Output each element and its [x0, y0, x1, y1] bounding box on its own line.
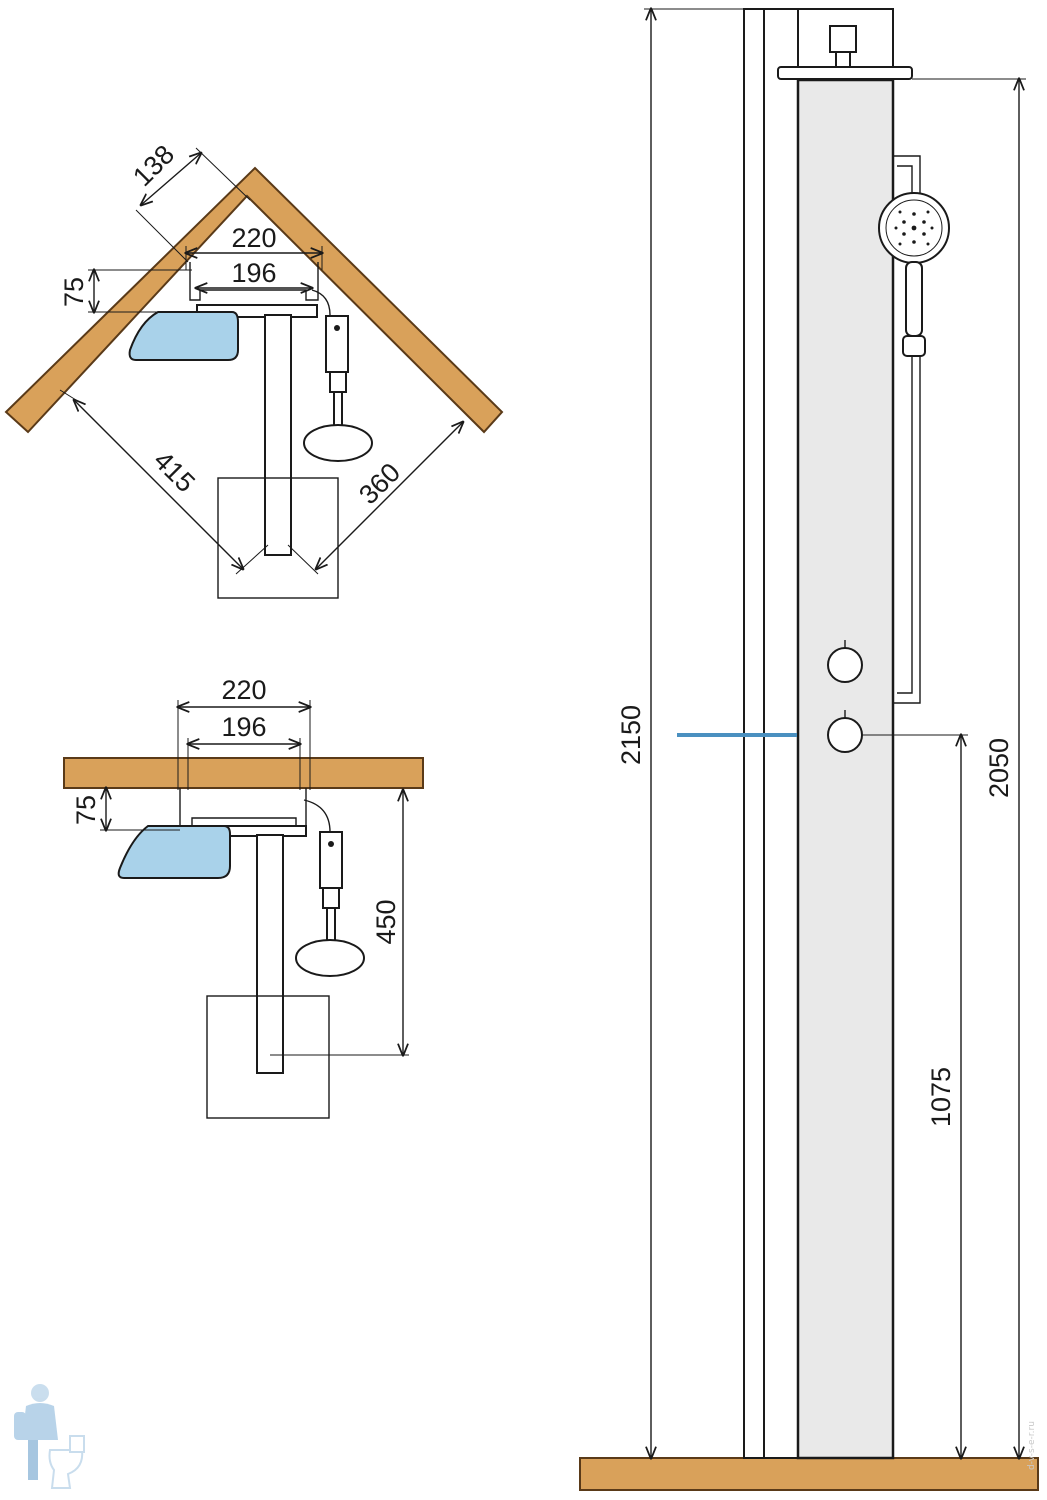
overhead-valve-block	[829, 25, 857, 53]
dim-220-wall: 220	[221, 675, 266, 705]
hand-shower-holder	[325, 315, 349, 373]
hose-connector-wall	[322, 887, 340, 909]
hand-shower-holder-wall	[319, 831, 343, 889]
overhead-connector	[835, 51, 851, 68]
base-plate-wall	[206, 995, 330, 1119]
shower-column	[264, 314, 292, 556]
diverter-knob	[827, 717, 863, 753]
dim-2150: 2150	[616, 705, 646, 765]
mounting-plate-wall	[179, 788, 307, 831]
hose-bend	[311, 289, 331, 316]
dim-360: 360	[353, 457, 406, 510]
glass-shelf	[128, 311, 239, 361]
hand-shower-head-wall	[295, 939, 365, 977]
watermark-text: d-v-s-e-r.ru	[1027, 1421, 1037, 1470]
corner-mount-plan-view: 220 196 75 138 415 360	[4, 139, 504, 599]
hand-shower-nozzles	[894, 210, 934, 246]
hand-shower-head	[303, 424, 373, 462]
dim-138: 138	[127, 139, 180, 192]
glass-shelf-wall	[117, 825, 231, 879]
dim-1075: 1075	[926, 1067, 956, 1127]
dim-450: 450	[371, 899, 401, 944]
front-elevation-view: 2150 2050 1075	[579, 9, 1039, 1491]
dim-75-wall: 75	[71, 795, 101, 825]
wall-mount-plan-view: 220 196 75 450	[63, 675, 424, 1119]
shower-panel-front	[796, 78, 895, 1460]
hand-shower-handle	[333, 391, 343, 429]
floor	[579, 1457, 1039, 1491]
temperature-knob	[827, 647, 863, 683]
hand-shower-slider	[902, 335, 926, 357]
overhead-shower-plate	[777, 66, 913, 80]
dim-196-corner: 196	[231, 258, 276, 288]
hose-connector	[329, 371, 347, 393]
dim-2050: 2050	[984, 738, 1014, 798]
hand-shower-handle-wall	[326, 907, 336, 945]
hose-bend-wall	[303, 799, 331, 833]
plumber-with-toilet-logo	[14, 1384, 85, 1489]
dim-220-corner: 220	[231, 223, 276, 253]
slide-rail-inner	[897, 165, 913, 694]
straight-wall	[63, 757, 424, 789]
slide-rail	[893, 155, 921, 704]
dim-75-corner: 75	[59, 277, 89, 307]
shower-column-wall	[256, 834, 284, 1074]
dim-415: 415	[148, 445, 201, 498]
dim-196-wall: 196	[221, 712, 266, 742]
corner-wall	[4, 166, 504, 434]
hand-shower-handle-front	[905, 261, 923, 337]
